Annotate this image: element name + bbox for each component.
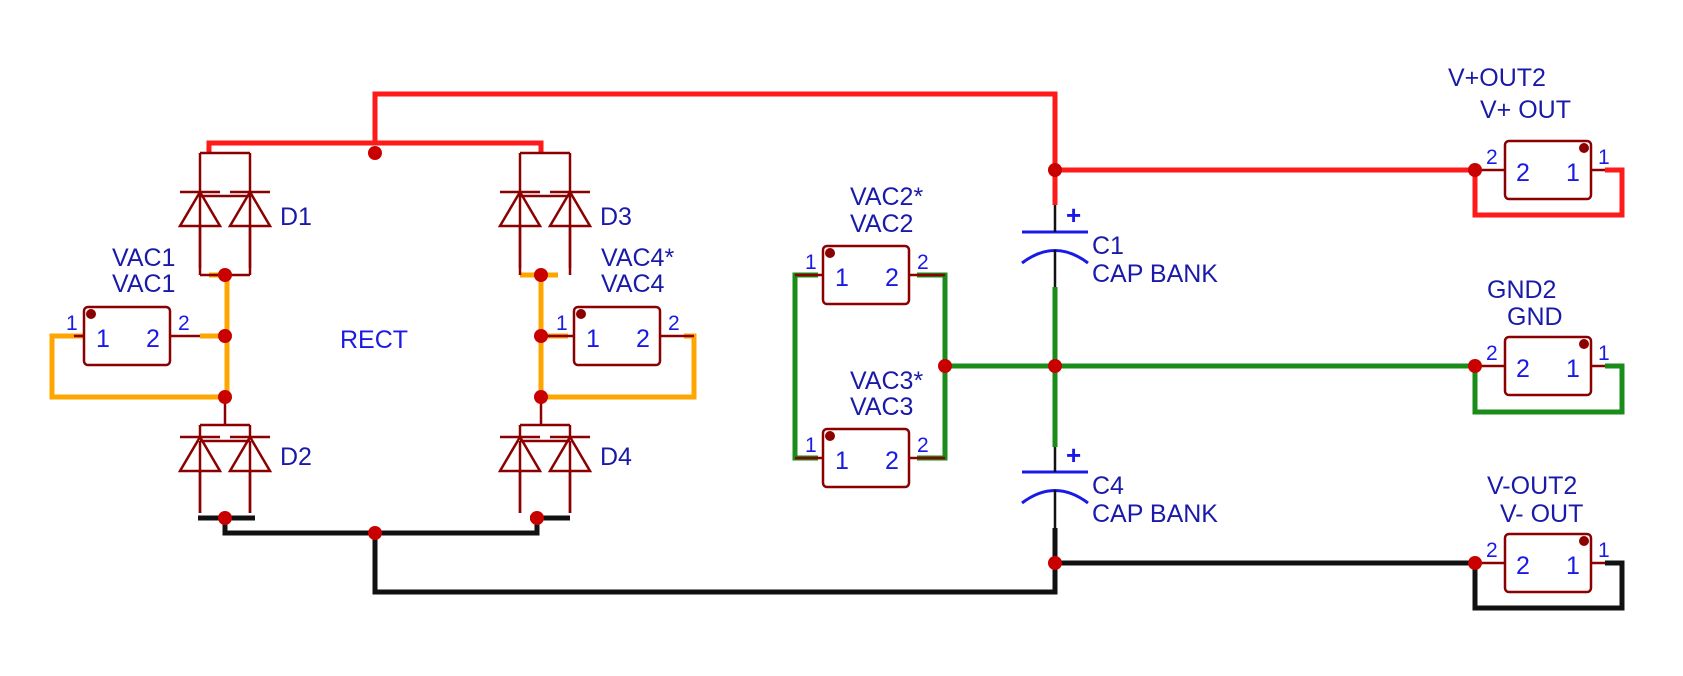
vac4-ref: VAC4* [601,244,674,272]
diode-d4-label: D4 [600,443,632,471]
c1-value: CAP BANK [1092,260,1218,288]
vac4-pin-2-inner: 2 [636,325,650,353]
diode-d2[interactable]: D2 [178,397,312,515]
vac2-pin-2: 2 [917,251,929,274]
connector-vac1[interactable]: 1 2 1 2 VAC1 VAC1 [66,244,200,367]
capacitor-c4[interactable]: + C4 CAP BANK [1021,440,1218,528]
junction [368,526,382,540]
junction [218,390,232,404]
gnd-pin-2-inner: 2 [1516,355,1530,383]
junction [1048,556,1062,570]
junction [218,511,232,525]
vac3-value: VAC3 [850,393,913,421]
vac2-ref: VAC2* [850,183,923,211]
vac4-value: VAC4 [601,270,665,298]
vout-neg-pin-1: 1 [1598,539,1610,562]
diode-d4[interactable]: D4 [498,397,632,515]
vac2-pin-1-inner: 1 [835,264,849,292]
vac3-pin-1-inner: 1 [835,447,849,475]
connector-vout-pos[interactable]: 2 1 2 1 V+OUT2 V+ OUT [1448,64,1610,201]
vac3-pin-2-inner: 2 [885,447,899,475]
vac1-pin-2: 2 [178,312,190,335]
vout-pos-pin-1: 1 [1598,146,1610,169]
junction [534,329,548,343]
vac1-pin-1-inner: 1 [96,325,110,353]
c1-ref: C1 [1092,232,1124,260]
vac1-pin-1: 1 [66,312,78,335]
gnd-ref: GND2 [1487,276,1556,304]
diode-d3-label: D3 [600,203,632,231]
vac4-pin-1: 1 [556,312,568,335]
vout-neg-ref: V-OUT2 [1487,472,1577,500]
junction [218,268,232,282]
junction-dots [218,146,1482,570]
junction [530,511,544,525]
vac2-value: VAC2 [850,210,913,238]
connector-vout-neg[interactable]: 2 1 2 1 V-OUT2 V- OUT [1475,472,1610,594]
vout-pos-pin-1-inner: 1 [1566,159,1580,187]
c1-polarity: + [1066,200,1081,230]
connector-vac4[interactable]: 1 2 1 2 VAC4* VAC4 [541,244,694,367]
connector-vac3[interactable]: 1 2 1 2 VAC3* VAC3 [795,367,945,489]
vac2-pin-2-inner: 2 [885,264,899,292]
vac4-pin-2: 2 [668,312,680,335]
gnd-pin-2: 2 [1486,342,1498,365]
gnd-pin-1: 1 [1598,342,1610,365]
vac3-pin-2: 2 [917,434,929,457]
diode-d3[interactable]: D3 [498,151,632,275]
c4-value: CAP BANK [1092,500,1218,528]
gnd-pin-1-inner: 1 [1566,355,1580,383]
capacitor-c1[interactable]: + C1 CAP BANK [1021,200,1218,288]
vac1-pin-2-inner: 2 [146,325,160,353]
connector-gnd[interactable]: 2 1 2 1 GND2 GND [1475,276,1610,397]
gnd-value: GND [1507,303,1563,331]
vac3-ref: VAC3* [850,367,923,395]
vac3-pin-1: 1 [805,434,817,457]
diode-d1[interactable]: D1 [178,151,312,277]
vout-neg-pin-2: 2 [1486,539,1498,562]
junction [1468,556,1482,570]
vac2-pin-1: 1 [805,251,817,274]
junction [534,390,548,404]
diode-d1-label: D1 [280,203,312,231]
junction [1468,163,1482,177]
connector-vac2[interactable]: 1 2 1 2 VAC2* VAC2 [795,183,945,306]
junction [534,268,548,282]
c4-polarity: + [1066,440,1081,470]
junction [938,359,952,373]
positive-net [206,91,1625,218]
vout-pos-ref: V+OUT2 [1448,64,1546,92]
vout-pos-value: V+ OUT [1480,96,1571,124]
c4-ref: C4 [1092,472,1124,500]
vout-neg-pin-1-inner: 1 [1566,552,1580,580]
junction [1048,359,1062,373]
rect-net-label: RECT [340,326,408,354]
vout-neg-value: V- OUT [1500,500,1583,528]
vout-pos-pin-2: 2 [1486,146,1498,169]
junction [218,329,232,343]
vac1-ref: VAC1 [112,244,175,272]
diode-d2-label: D2 [280,443,312,471]
junction [1468,359,1482,373]
vout-neg-pin-2-inner: 2 [1516,552,1530,580]
vac1-value: VAC1 [112,270,175,298]
vout-pos-pin-2-inner: 2 [1516,159,1530,187]
junction [1048,163,1062,177]
vac4-pin-1-inner: 1 [586,325,600,353]
negative-net [198,515,1625,611]
junction [368,146,382,160]
